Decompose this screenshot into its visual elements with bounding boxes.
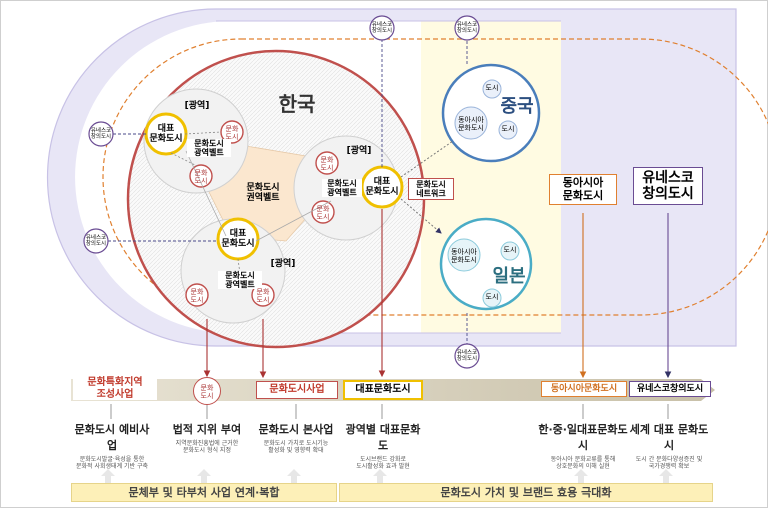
unesco-small-circle xyxy=(83,228,109,254)
small-city-circle xyxy=(315,151,339,175)
bottom-box-title: 법적 지위 부여 xyxy=(172,423,242,436)
bottom-box-5: 한·중·일대표문화도시 동아시아 문화교류를 통해 상호문화의 이해 실현 xyxy=(535,421,631,471)
band-up-arrow xyxy=(101,469,673,483)
bottom-box-desc: 도시 간 문화다양성증진 및 국가경쟁력 확보 xyxy=(635,456,703,471)
inner-stadium-dash xyxy=(102,38,768,316)
bottom-box-desc: 문화도시발굴·육성을 통한 문화적 사회생태계 기반 구축 xyxy=(76,456,148,471)
small-city-circle xyxy=(251,283,275,307)
china-city-label: 도시 xyxy=(485,84,499,92)
timeline-step-city: 문화 도시 xyxy=(193,377,221,405)
timeline-step-city-label: 문화 도시 xyxy=(200,384,214,401)
china-ea-city-label: 동아시아 문화도시 xyxy=(458,116,484,133)
unesco-small-circle xyxy=(454,343,480,369)
japan-ea-city-circle xyxy=(447,238,481,272)
bottom-box-title: 문화도시 본사업 xyxy=(258,423,334,436)
bottom-box-desc: 지역문화진흥법에 근거한 문화도시 형식 지정 xyxy=(175,440,239,455)
china-ea-city-circle xyxy=(454,106,488,140)
china-title: 중국 xyxy=(500,96,534,117)
small-city-circle xyxy=(311,200,335,224)
timeline-connector xyxy=(110,404,669,419)
unesco-small-circle xyxy=(454,15,480,41)
bottom-box-4: 광역별 대표문화도 도시브랜드 강화로 도시활성화 효과 발현 xyxy=(341,421,425,471)
unesco-small-label: 유네스코 창의도시 xyxy=(371,22,393,35)
japan-city-label: 도시 xyxy=(503,246,517,254)
china-city-circle xyxy=(482,79,502,99)
japan-ea-city-label: 동아시아 문화도시 xyxy=(451,248,477,265)
timeline-step-4: 동아시아문화도시 xyxy=(541,381,627,398)
unesco-label: 유네스코 창의도시 xyxy=(633,167,703,206)
bottom-box-title: 한·중·일대표문화도시 xyxy=(538,423,628,452)
unesco-small-label: 유네스코 창의도시 xyxy=(456,350,478,363)
china-city-label: 도시 xyxy=(501,125,515,133)
unesco-small-label: 유네스코 창의도시 xyxy=(85,235,107,248)
bottom-box-6: 세계 대표 문화도시 도시 간 문화다양성증진 및 국가경쟁력 확보 xyxy=(627,421,711,471)
region-tag: [광역] xyxy=(346,146,372,156)
unesco-small-circle xyxy=(369,15,395,41)
belt-label: 문화도시 광역벨트 xyxy=(187,139,231,158)
small-city-label: 문화 도시 xyxy=(256,288,270,305)
sphere-belt-label: 문화도시 권역벨트 xyxy=(246,183,280,204)
belt-label: 문화도시 광역벨트 xyxy=(322,179,362,198)
unesco-small-circle xyxy=(88,121,114,147)
china-city-circle xyxy=(498,120,518,140)
japan-city-circle xyxy=(500,241,520,261)
unesco-small-label: 유네스코 창의도시 xyxy=(456,22,478,35)
small-city-label: 문화 도시 xyxy=(316,205,330,222)
japan-city-label: 도시 xyxy=(485,293,499,301)
japan-title: 일본 xyxy=(492,266,526,287)
japan-city-circle xyxy=(482,288,502,308)
rep-city-label: 대표 문화도시 xyxy=(221,229,255,250)
timeline-step-5: 유네스코창의도시 xyxy=(629,381,711,398)
bottom-box-1: 문화도시 예비사업 문화도시발굴·육성을 통한 문화적 사회생태계 기반 구축 xyxy=(73,421,151,471)
bottom-box-2: 법적 지위 부여 지역문화진흥법에 근거한 문화도시 형식 지정 xyxy=(166,421,248,467)
small-city-label: 문화 도시 xyxy=(320,156,334,173)
rep-city-label: 대표 문화도시 xyxy=(365,177,399,198)
timeline-step-1: 문화특화지역 조성사업 xyxy=(73,377,157,400)
bottom-box-title: 문화도시 예비사업 xyxy=(74,423,150,452)
bottom-box-desc: 도시브랜드 강화로 도시활성화 효과 발현 xyxy=(356,456,410,471)
belt-label: 문화도시 광역벨트 xyxy=(218,271,262,290)
bottom-box-3: 문화도시 본사업 문화도시 가치로 도시기능 활성화 및 영향력 확대 xyxy=(255,421,337,467)
small-city-circle xyxy=(185,283,209,307)
band-right: 문화도시 가치 및 브랜드 효용 극대화 xyxy=(339,483,713,502)
bottom-box-title: 세계 대표 문화도시 xyxy=(629,423,709,452)
unesco-small-label: 유네스코 창의도시 xyxy=(90,128,112,141)
small-city-label: 문화 도시 xyxy=(194,169,208,186)
network-line xyxy=(400,140,454,233)
east-asia-label: 동아시아 문화도시 xyxy=(549,174,617,206)
small-city-label: 문화 도시 xyxy=(225,125,239,142)
bottom-box-desc: 문화도시 가치로 도시기능 활성화 및 영향력 확대 xyxy=(263,440,329,455)
timeline-step-3: 대표문화도시 xyxy=(343,380,423,400)
belt-connector xyxy=(185,150,332,242)
bottom-box-title: 광역별 대표문화도 xyxy=(345,423,421,452)
timeline-step-2: 문화도시사업 xyxy=(256,381,338,399)
small-city-label: 문화 도시 xyxy=(190,288,204,305)
unesco-connector xyxy=(108,39,468,349)
network-label: 문화도시 네트워크 xyxy=(408,178,454,201)
region-tag: [광역] xyxy=(184,101,210,111)
bottom-box-desc: 동아시아 문화교류를 통해 상호문화의 이해 실현 xyxy=(550,456,616,471)
korea-title: 한국 xyxy=(278,92,316,116)
rep-city-label: 대표 문화도시 xyxy=(149,124,183,145)
band-left: 문체부 및 타부처 사업 연계·복합 xyxy=(71,483,337,502)
region-tag: [광역] xyxy=(270,259,296,269)
